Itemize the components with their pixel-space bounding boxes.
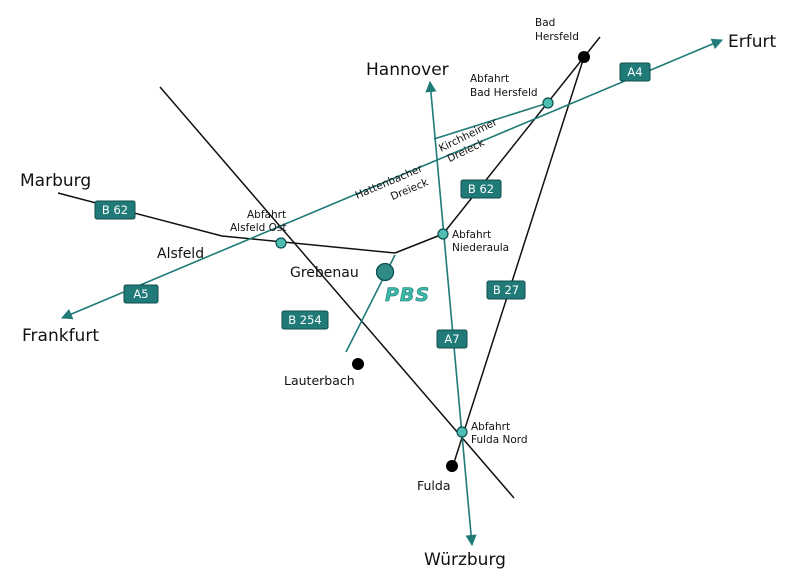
junction-label-fulda-nord-line2: Fulda Nord xyxy=(471,434,528,446)
road-hattenbacher-connector xyxy=(433,102,549,140)
city-label-alsfeld: Alsfeld xyxy=(157,246,204,262)
city-label-bad-hersfeld-line2: Hersfeld xyxy=(535,31,579,43)
road-shield-b27-label: B 27 xyxy=(493,283,519,297)
pbs-logo: PBS xyxy=(385,284,430,307)
junction-dot-niederaula xyxy=(437,228,449,240)
junction-label-bad-hersfeld-line1: Abfahrt xyxy=(470,73,509,85)
road-b62-alsfeld-niederaula xyxy=(221,235,396,254)
road-shield-a4-label: A4 xyxy=(627,65,642,79)
road-shield-b62-east: B 62 xyxy=(460,179,502,199)
city-label-lauterbach: Lauterbach xyxy=(284,373,355,388)
road-shield-b27: B 27 xyxy=(486,280,526,300)
road-shield-a5-label: A5 xyxy=(133,287,148,301)
town-dot-grebenau xyxy=(375,262,395,282)
city-label-wuerzburg: Würzburg xyxy=(424,550,506,570)
city-label-erfurt: Erfurt xyxy=(728,32,776,52)
junction-label-alsfeld-ost-line1: Abfahrt xyxy=(247,209,286,221)
road-shield-a5: A5 xyxy=(123,284,159,304)
road-shield-a4: A4 xyxy=(619,62,651,82)
city-label-frankfurt: Frankfurt xyxy=(22,326,99,346)
city-label-bad-hersfeld-line1: Bad xyxy=(535,17,555,29)
junction-label-fulda-nord-line1: Abfahrt xyxy=(471,421,510,433)
road-shield-b62-east-label: B 62 xyxy=(468,182,494,196)
junction-label-alsfeld-ost-line2: Alsfeld Ost xyxy=(230,222,287,234)
town-dot-fulda xyxy=(446,460,458,472)
junction-label-niederaula-line1: Abfahrt xyxy=(452,229,491,241)
junction-label-niederaula-line2: Niederaula xyxy=(452,242,509,254)
road-b62-niederaula-link xyxy=(394,233,444,254)
road-a4-a5 xyxy=(60,38,724,320)
road-b27 xyxy=(450,56,585,473)
city-label-marburg: Marburg xyxy=(20,171,91,191)
road-shield-a7: A7 xyxy=(436,329,468,349)
junction-dot-bad-hersfeld xyxy=(542,97,554,109)
junction-label-bad-hersfeld-line2: Bad Hersfeld xyxy=(470,87,538,99)
city-label-grebenau: Grebenau xyxy=(290,265,359,281)
town-dot-lauterbach xyxy=(352,358,364,370)
road-shield-b254-label: B 254 xyxy=(288,313,322,327)
road-shield-b62-west-label: B 62 xyxy=(102,203,128,217)
junction-dot-fulda-nord xyxy=(456,426,468,438)
road-shield-a7-label: A7 xyxy=(444,332,459,346)
city-label-fulda: Fulda xyxy=(417,478,451,493)
junction-label-hattenbacher-group: Hattenbacher Dreieck xyxy=(353,162,431,203)
junction-dot-alsfeld-ost xyxy=(275,237,287,249)
town-dot-bad-hersfeld xyxy=(578,51,590,63)
road-shield-b254: B 254 xyxy=(281,310,329,330)
city-label-hannover: Hannover xyxy=(366,60,449,80)
junction-label-kirchheimer-group: Kirchheimer Dreieck xyxy=(437,116,500,165)
pbs-logo-text: PBS xyxy=(385,284,430,306)
road-b62-west xyxy=(57,192,223,237)
road-shield-b62-west: B 62 xyxy=(94,200,136,220)
road-a7 xyxy=(425,80,477,547)
